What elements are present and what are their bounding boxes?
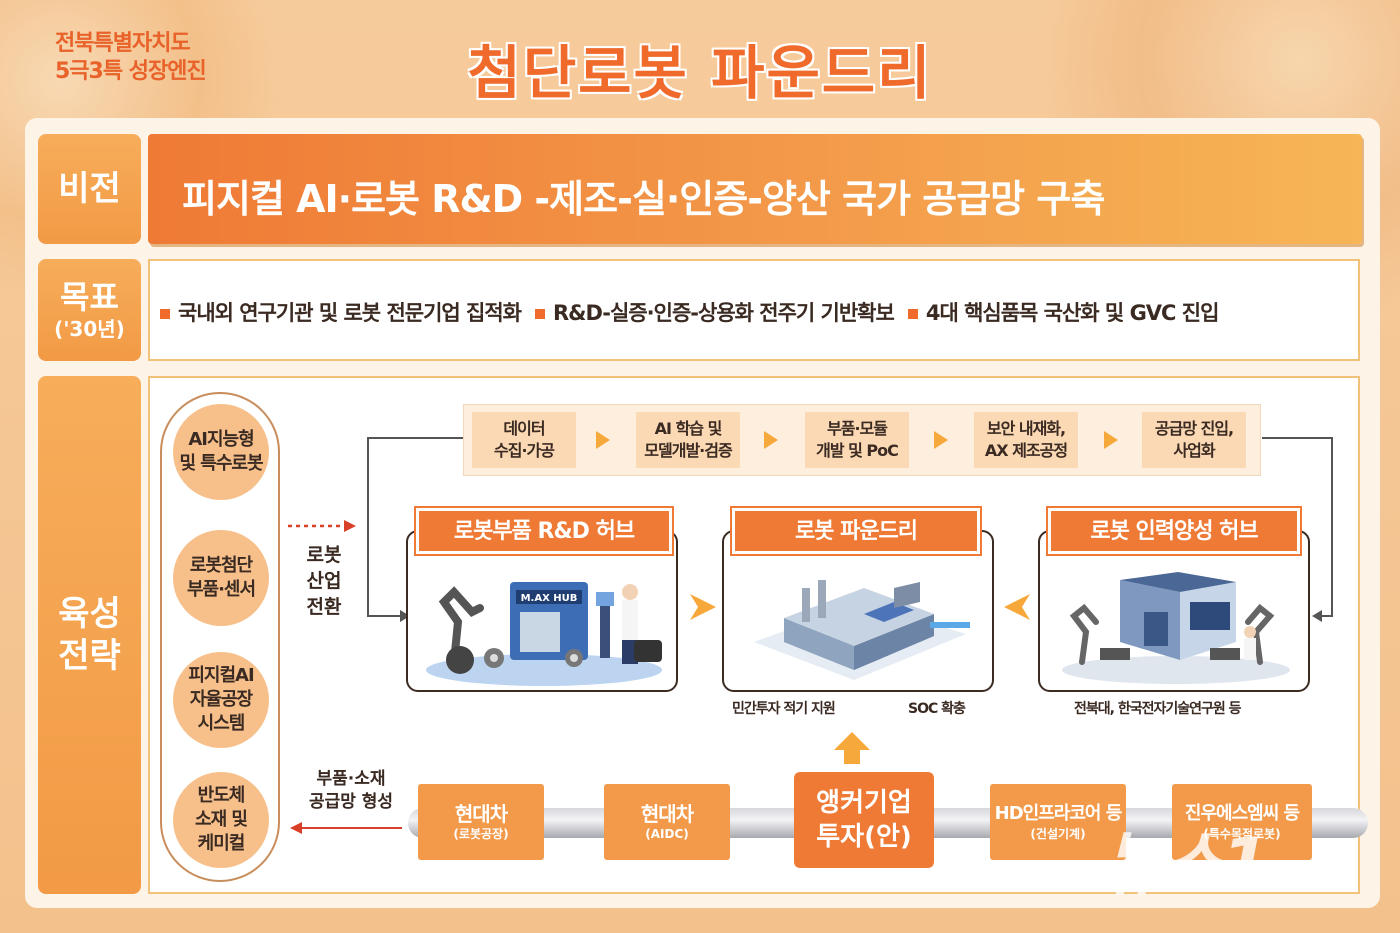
goal-item-text: 4대 핵심품목 국산화 및 GVC 진입 (925, 301, 1220, 325)
strategy-label-line2: 전략 (58, 636, 121, 676)
flow-step: AI 학습 및 모델개발·검증 (636, 412, 740, 468)
arrow-up-icon (834, 732, 870, 764)
strategy-label: 육성 전략 (38, 376, 141, 894)
flow-step: 공급망 진입, 사업화 (1142, 412, 1246, 468)
robot-lab-icon: M.AX HUB (426, 582, 662, 686)
investor-box: 진우에스엠씨 등 (특수목적로봇) (1172, 784, 1312, 860)
vision-bar (148, 134, 1362, 244)
chevron-right-icon (764, 431, 778, 449)
goal-item-text: R&D-실증·인증-상용화 전주기 기반확보 (553, 301, 895, 325)
connector-left-icon (367, 437, 463, 622)
flow-step-text: 보안 내재화, AX 제조공정 (984, 419, 1068, 460)
header-subtitle-line1: 전북특별자치도 (55, 31, 191, 56)
chevron-right-icon (1104, 431, 1118, 449)
goal-item-text: 국내외 연구기관 및 로봇 전문기업 집적화 (178, 301, 522, 325)
connector-right-icon (1262, 437, 1333, 622)
investor-name: 현대차 (640, 802, 694, 826)
investor-box: HD인프라코어 등 (건설기계) (990, 784, 1126, 860)
flow-step: 부품·모듈 개발 및 PoC (805, 412, 909, 468)
goal-year: ('30년) (54, 317, 125, 341)
flow-step: 보안 내재화, AX 제조공정 (974, 412, 1078, 468)
vision-label: 비전 (38, 134, 141, 244)
flow-step: 데이터 수집·가공 (472, 412, 576, 468)
goal-item: 4대 핵심품목 국산화 및 GVC 진입 (907, 297, 1220, 327)
hub-talent (1038, 530, 1310, 692)
factory-icon (754, 580, 970, 680)
investor-note: (특수목적로봇) (1203, 827, 1281, 841)
svg-text:뉴스1: 뉴스1 (1100, 823, 1266, 905)
hub-foundry-title: 로봇 파운드리 (732, 508, 980, 554)
field-circle: 로봇첨단 부품·센서 (173, 530, 269, 626)
goal-item: 국내외 연구기관 및 로봇 전문기업 집적화 (160, 297, 522, 327)
investor-name: HD인프라코어 등 (994, 803, 1123, 824)
field-circle-text: 로봇첨단 부품·센서 (186, 555, 256, 600)
header-subtitle-line2: 5극3특 성장엔진 (55, 59, 207, 84)
anchor-investment: 앵커기업 투자(안) (794, 772, 934, 868)
field-circle-text: AI지능형 및 특수로봇 (179, 429, 263, 474)
page-title: 첨단로봇 파운드리 (467, 39, 933, 107)
anchor-text: 앵커기업 투자(안) (816, 788, 912, 852)
dotted-arrow-icon (288, 520, 356, 532)
transition-text: 로봇 산업 전환 (306, 544, 342, 618)
goal-list: 국내외 연구기관 및 로봇 전문기업 집적화 R&D-실증·인증-상용화 전주기… (160, 297, 1220, 327)
investor-box: 현대차 (AIDC) (604, 784, 730, 860)
chevron-right-icon (934, 431, 948, 449)
header-subtitle: 전북특별자치도 5극3특 성장엔진 (55, 30, 207, 86)
investor-note: (로봇공장) (453, 827, 509, 841)
hub-talent-title: 로봇 인력양성 허브 (1048, 508, 1300, 554)
investor-name: 진우에스엠씨 등 (1184, 803, 1300, 824)
hub-rnd-title: 로봇부품 R&D 허브 (416, 508, 672, 554)
goal-label: 목표 ('30년) (38, 259, 141, 361)
bullet-square-icon (535, 309, 545, 319)
investor-name: 현대차 (454, 802, 508, 826)
flow-step-text: 부품·모듈 개발 및 PoC (816, 419, 899, 460)
hub-foundry (722, 530, 994, 692)
caption-private-investment: 민간투자 적기 지원 (732, 701, 836, 717)
training-center-icon (1062, 572, 1290, 684)
field-circle-text: 피지컬AI 자율공장 시스템 (188, 665, 254, 734)
news1-watermark-logo: 뉴스1 (1090, 808, 1380, 908)
flow-step-text: 공급망 진입, 사업화 (1154, 419, 1234, 460)
arrow-right-icon (690, 594, 716, 620)
goal-box (148, 259, 1360, 361)
bullet-square-icon (160, 309, 170, 319)
vision-label-text: 비전 (58, 169, 121, 209)
field-circle: 반도체 소재 및 케미컬 (173, 772, 269, 868)
flow-step-text: 데이터 수집·가공 (494, 419, 555, 460)
svg-text:M.AX HUB: M.AX HUB (521, 593, 578, 604)
watermark-logo-icon: 뉴스1 (1100, 823, 1270, 905)
field-circle: 피지컬AI 자율공장 시스템 (173, 652, 269, 748)
field-circle: AI지능형 및 특수로봇 (173, 404, 269, 500)
flow-step-text: AI 학습 및 모델개발·검증 (644, 419, 732, 460)
strategy-label-line1: 육성 (58, 594, 121, 634)
arrow-left-icon (1004, 594, 1030, 620)
caption-partners: 전북대, 한국전자기술연구원 등 (1074, 701, 1242, 717)
bullet-square-icon (907, 309, 918, 319)
investor-note: (건설기계) (1030, 827, 1086, 841)
goal-item: R&D-실증·인증-상용화 전주기 기반확보 (535, 297, 895, 327)
supply-chain-text: 부품·소재 공급망 형성 (308, 769, 394, 812)
arrow-left-icon (290, 822, 402, 834)
vision-text: 피지컬 AI·로봇 R&D -제조-실·인증-양산 국가 공급망 구축 (182, 177, 1105, 221)
caption-soc: SOC 확충 (908, 701, 966, 717)
field-circle-text: 반도체 소재 및 케미컬 (195, 785, 248, 854)
hub-rnd: M.AX HUB (406, 530, 678, 692)
investor-box: 현대차 (로봇공장) (418, 784, 544, 860)
goal-label-text: 목표 (60, 278, 119, 316)
investor-note: (AIDC) (645, 827, 689, 841)
chevron-right-icon (596, 431, 610, 449)
